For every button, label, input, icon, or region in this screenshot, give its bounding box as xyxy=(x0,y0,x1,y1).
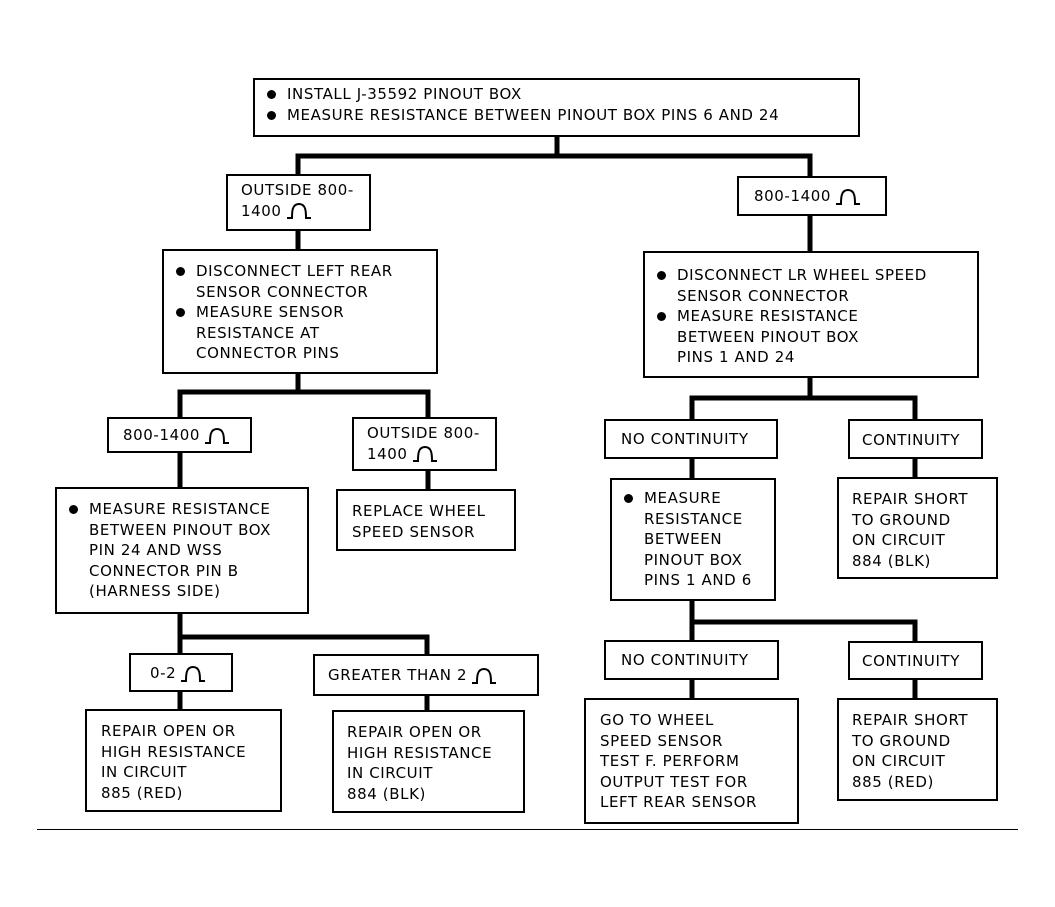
action-line: ON CIRCUIT xyxy=(852,752,946,770)
action-line: GO TO WHEEL xyxy=(600,711,714,729)
condition-text: 0-2 xyxy=(150,664,177,682)
ohm-symbol-icon xyxy=(835,188,861,206)
action-line: HIGH RESISTANCE xyxy=(101,742,247,761)
action-line: REPAIR OPEN OR xyxy=(101,722,236,740)
right-no-continuity-box-2: NO CONTINUITY xyxy=(604,640,779,680)
top-step-box: INSTALL J-35592 PINOUT BOX MEASURE RESIS… xyxy=(253,78,860,137)
action-line: TO GROUND xyxy=(852,510,951,529)
step-line: RESISTANCE xyxy=(644,509,743,528)
step-line: BETWEEN PINOUT BOX xyxy=(677,327,860,346)
replace-sensor-box: REPLACE WHEEL SPEED SENSOR xyxy=(336,489,516,551)
right-condition-in-range: 800-1400 xyxy=(737,176,887,216)
action-line: REPAIR OPEN OR xyxy=(347,723,482,741)
left-out-range-box: OUTSIDE 800- 1400 xyxy=(352,417,497,471)
goto-test-f-box: GO TO WHEEL SPEED SENSOR TEST F. PERFORM… xyxy=(584,698,799,824)
repair-short-885-box: REPAIR SHORT TO GROUND ON CIRCUIT 885 (R… xyxy=(837,698,998,801)
condition-text: CONTINUITY xyxy=(862,652,961,670)
repair-short-884-box: REPAIR SHORT TO GROUND ON CIRCUIT 884 (B… xyxy=(837,477,998,579)
step-line: CONNECTOR PIN B xyxy=(89,561,239,580)
right-continuity-box-2: CONTINUITY xyxy=(848,641,983,680)
step-line: MEASURE RESISTANCE xyxy=(67,499,297,520)
step-line: BETWEEN PINOUT BOX xyxy=(89,520,272,539)
action-line: SPEED SENSOR xyxy=(600,731,724,750)
action-line: REPAIR SHORT xyxy=(852,711,969,729)
action-line: 885 (RED) xyxy=(101,783,183,802)
action-line: ON CIRCUIT xyxy=(852,531,946,549)
ohm-symbol-icon xyxy=(412,445,438,463)
condition-text: 800-1400 xyxy=(754,187,832,205)
condition-text-line-1: OUTSIDE 800- xyxy=(241,181,354,199)
condition-text: 800-1400 xyxy=(123,426,201,444)
step-line: SENSOR CONNECTOR xyxy=(196,282,369,301)
step-line: MEASURE SENSOR xyxy=(174,302,426,323)
condition-text-line-1: OUTSIDE 800- xyxy=(367,424,480,442)
step-line: RESISTANCE AT xyxy=(196,323,320,342)
left-measure-step-box: MEASURE RESISTANCE BETWEEN PINOUT BOX PI… xyxy=(55,487,309,614)
ohm-symbol-icon xyxy=(286,202,312,220)
right-measure-step-box: MEASURE RESISTANCE BETWEEN PINOUT BOX PI… xyxy=(610,478,776,601)
repair-open-884-box: REPAIR OPEN OR HIGH RESISTANCE IN CIRCUI… xyxy=(332,710,525,813)
left-in-range-box: 800-1400 xyxy=(107,417,252,453)
ohm-symbol-icon xyxy=(180,665,206,683)
right-no-continuity-box-1: NO CONTINUITY xyxy=(604,419,778,459)
condition-text: NO CONTINUITY xyxy=(621,651,749,669)
action-line: TEST F. PERFORM xyxy=(600,752,740,770)
step-line: DISCONNECT LEFT REAR xyxy=(174,261,426,282)
step-line: DISCONNECT LR WHEEL SPEED xyxy=(655,265,967,286)
action-line: LEFT REAR SENSOR xyxy=(600,793,758,811)
step-line: CONNECTOR PINS xyxy=(196,344,340,362)
step-line: PINS 1 AND 24 xyxy=(677,348,795,366)
step-line: PIN 24 AND WSS xyxy=(89,541,223,559)
step-line: BETWEEN xyxy=(644,530,723,548)
top-step-line-1: INSTALL J-35592 PINOUT BOX xyxy=(265,84,848,105)
action-line: 885 (RED) xyxy=(852,772,934,791)
step-line: (HARNESS SIDE) xyxy=(89,582,221,600)
action-line: 884 (BLK) xyxy=(347,784,426,803)
step-line: MEASURE xyxy=(622,488,764,509)
condition-text-line-2: 1400 xyxy=(367,444,408,463)
repair-open-885-box: REPAIR OPEN OR HIGH RESISTANCE IN CIRCUI… xyxy=(85,709,282,812)
right-disconnect-step-box: DISCONNECT LR WHEEL SPEED SENSOR CONNECT… xyxy=(643,251,979,378)
condition-text-line-2: 1400 xyxy=(241,201,282,220)
left-condition-outside-range: OUTSIDE 800- 1400 xyxy=(226,174,371,231)
ohm-symbol-icon xyxy=(204,427,230,445)
action-line: HIGH RESISTANCE xyxy=(347,743,493,762)
top-step-line-2: MEASURE RESISTANCE BETWEEN PINOUT BOX PI… xyxy=(265,105,848,126)
step-line: PINOUT BOX xyxy=(644,550,743,569)
ohm-symbol-icon xyxy=(471,667,497,685)
left-disconnect-step-box: DISCONNECT LEFT REAR SENSOR CONNECTOR ME… xyxy=(162,249,438,374)
right-continuity-box-1: CONTINUITY xyxy=(848,419,983,459)
condition-text: NO CONTINUITY xyxy=(621,430,749,448)
low-resistance-box: 0-2 xyxy=(129,653,233,692)
action-line: TO GROUND xyxy=(852,731,951,750)
condition-text: GREATER THAN 2 xyxy=(328,666,468,684)
action-line: IN CIRCUIT xyxy=(347,764,434,782)
step-line: PINS 1 AND 6 xyxy=(644,571,752,589)
action-line: OUTPUT TEST FOR xyxy=(600,772,748,791)
action-line: IN CIRCUIT xyxy=(101,763,188,781)
step-line: MEASURE RESISTANCE xyxy=(655,306,967,327)
action-line: SPEED SENSOR xyxy=(352,522,476,541)
high-resistance-box: GREATER THAN 2 xyxy=(313,654,539,696)
bottom-divider xyxy=(37,829,1018,830)
step-line: SENSOR CONNECTOR xyxy=(677,286,850,305)
action-line: REPAIR SHORT xyxy=(852,490,969,508)
action-line: 884 (BLK) xyxy=(852,551,931,570)
action-line: REPLACE WHEEL xyxy=(352,502,486,520)
condition-text: CONTINUITY xyxy=(862,431,961,449)
